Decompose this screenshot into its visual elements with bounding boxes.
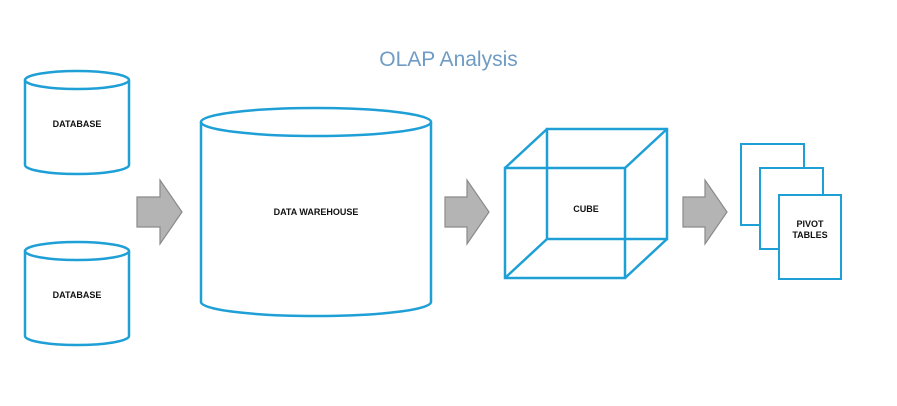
pivot-tables-stack [740,143,842,280]
database-bottom-label: DATABASE [52,290,102,300]
pivot-tables-label: PIVOT TABLES [779,219,841,241]
data-warehouse-cylinder [199,106,433,318]
pivot-label-line-2: TABLES [792,230,828,240]
arrow-2 [444,178,490,246]
arrow-3 [682,178,728,246]
pivot-label-line-1: PIVOT [796,219,824,229]
cube-wireframe [503,127,669,280]
database-top-label: DATABASE [52,119,102,129]
pivot-page-front [778,194,842,280]
database-top-cylinder [23,69,131,176]
database-bottom-cylinder [23,240,131,347]
arrow-1 [136,178,183,246]
data-warehouse-label: DATA WAREHOUSE [273,207,359,217]
cube-label: CUBE [573,204,599,214]
flow-arrows [136,178,728,246]
diagram-title: OLAP Analysis [379,48,518,71]
